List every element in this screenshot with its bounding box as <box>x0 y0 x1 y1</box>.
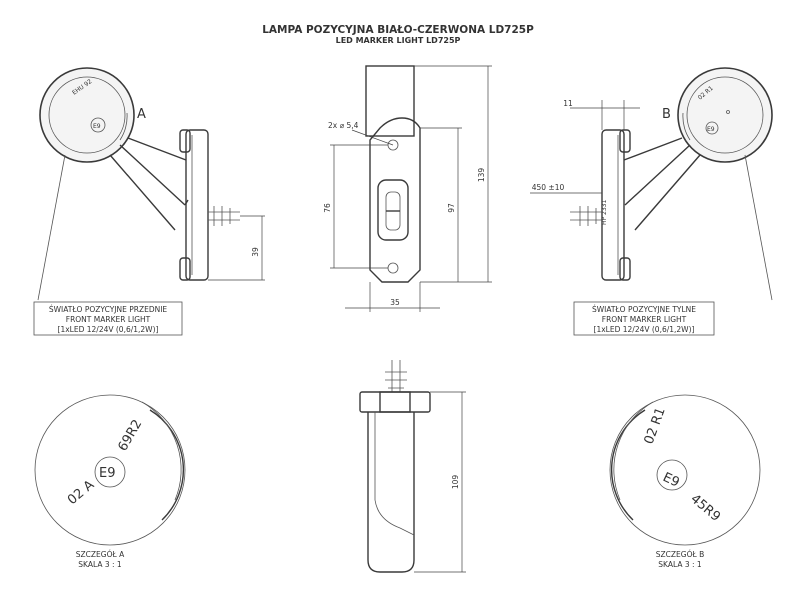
detail-a-code: 02 A <box>65 477 97 508</box>
center-base-plate <box>369 117 421 283</box>
detail-a-title: SZCZEGÓŁ A <box>76 550 125 559</box>
rear-label-line1: ŚWIATŁO POZYCYJNE TYLNE <box>592 305 696 314</box>
rear-bracket-foot-bottom <box>619 257 631 281</box>
rear-side-view: E9 02 R1 HP 2331 11 450 ±10 B <box>530 67 773 301</box>
rear-bracket <box>601 129 625 281</box>
detail-b-circle <box>609 394 761 546</box>
detail-b-emblem <box>656 459 688 491</box>
center-arm <box>365 65 415 137</box>
front-bracket-foot-top <box>179 129 191 153</box>
detail-a: E9 02 A 69R2 SZCZEGÓŁ A SKALA 3 : 1 <box>34 394 186 569</box>
lower-flange-center <box>379 391 411 413</box>
rear-label-line2: FRONT MARKER LIGHT <box>602 315 687 324</box>
front-side-view: EHU 92 E9 39 A <box>37 67 265 301</box>
rear-label-line3: [1xLED 12/24V (0,6/1,2W)] <box>594 325 695 334</box>
center-top-view: 2x ⌀ 5,4 76 97 139 35 <box>323 65 492 312</box>
front-lamp-emblem <box>90 117 106 133</box>
lower-arm <box>367 412 415 573</box>
front-bracket <box>185 129 209 281</box>
rear-arm <box>624 144 701 231</box>
callout-b: B <box>662 107 671 122</box>
front-lamp-e-mark: E9 <box>93 123 101 130</box>
front-lamp-outer <box>39 67 135 163</box>
front-lamp-inner <box>48 76 126 154</box>
lower-flange <box>359 391 431 413</box>
front-arm-bend <box>127 137 187 161</box>
front-label-box: ŚWIATŁO POZYCYJNE PRZEDNIE FRONT MARKER … <box>33 301 183 336</box>
detail-b-num: 45R9 <box>687 492 723 525</box>
detail-a-e-mark: E9 <box>99 466 116 481</box>
front-label-line2: FRONT MARKER LIGHT <box>66 315 151 324</box>
drawing-subtitle: LED MARKER LIGHT LD725P <box>336 36 461 45</box>
rear-connector <box>570 206 602 226</box>
front-arm <box>109 144 189 231</box>
detail-a-scale: SKALA 3 : 1 <box>78 560 122 569</box>
rear-lamp-emblem <box>705 121 719 135</box>
detail-a-circle <box>34 394 186 546</box>
detail-b: E9 02 R1 45R9 SZCZEGÓŁ B SKALA 3 : 1 <box>609 394 761 569</box>
dimension-139: 139 <box>477 168 486 183</box>
drawing-title: LAMPA POZYCYJNA BIAŁO-CZERWONA LD725P <box>262 24 534 36</box>
center-slot-outer <box>377 179 409 241</box>
rear-bracket-foot-top <box>619 129 631 153</box>
dimension-76: 76 <box>323 203 332 213</box>
rear-lamp-outer <box>677 67 773 163</box>
front-connector <box>208 206 240 226</box>
detail-a-emblem <box>94 456 126 488</box>
dimension-97: 97 <box>447 203 456 213</box>
center-front-view: 109 <box>359 360 466 573</box>
dimension-109: 109 <box>451 475 460 490</box>
front-label-line3: [1xLED 12/24V (0,6/1,2W)] <box>58 325 159 334</box>
dimension-39: 39 <box>251 247 260 257</box>
dimension-11: 11 <box>563 99 573 108</box>
rear-label-box: ŚWIATŁO POZYCYJNE TYLNE FRONT MARKER LIG… <box>573 301 715 336</box>
detail-b-scale: SKALA 3 : 1 <box>658 560 702 569</box>
lower-connector <box>385 360 407 392</box>
rear-lamp-e-mark: E9 <box>707 126 715 133</box>
callout-a: A <box>137 107 146 122</box>
dimension-35: 35 <box>390 298 400 307</box>
rear-cable-label: HP 2331 <box>601 200 608 225</box>
front-label-line1: ŚWIATŁO POZYCYJNE PRZEDNIE <box>49 305 168 314</box>
front-bracket-foot-bottom <box>179 257 191 281</box>
hole-bottom <box>387 262 399 274</box>
dimension-450: 450 ±10 <box>532 183 565 192</box>
detail-a-num: 69R2 <box>115 417 145 454</box>
dimension-holes: 2x ⌀ 5,4 <box>328 121 359 130</box>
rear-arm-bend <box>623 137 683 161</box>
detail-b-title: SZCZEGÓŁ B <box>656 550 704 559</box>
detail-b-e-mark: E9 <box>660 470 681 491</box>
rear-lamp-inner <box>686 76 764 154</box>
detail-b-code: 02 R1 <box>642 406 669 447</box>
